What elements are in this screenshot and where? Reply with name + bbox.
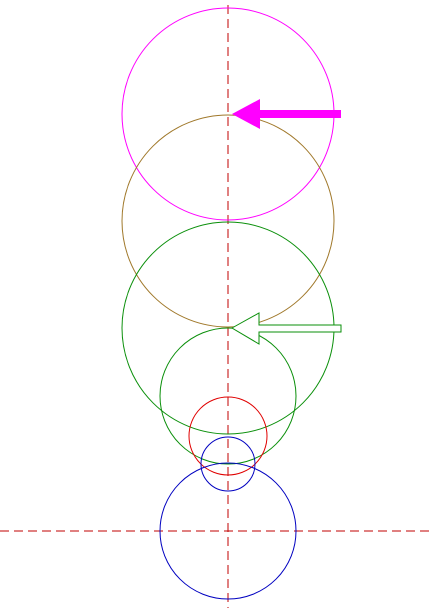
solid-arrow-shaft [258, 110, 341, 118]
tan-circle [121, 114, 335, 328]
blue-large-circle [159, 462, 297, 600]
green-small-circle [159, 327, 297, 465]
blue-small-circle [200, 436, 256, 492]
solid-left-arrow-icon [232, 99, 341, 129]
red-circle [188, 396, 268, 476]
outline-left-arrow-icon [230, 312, 342, 345]
solid-arrow-head [232, 99, 260, 129]
